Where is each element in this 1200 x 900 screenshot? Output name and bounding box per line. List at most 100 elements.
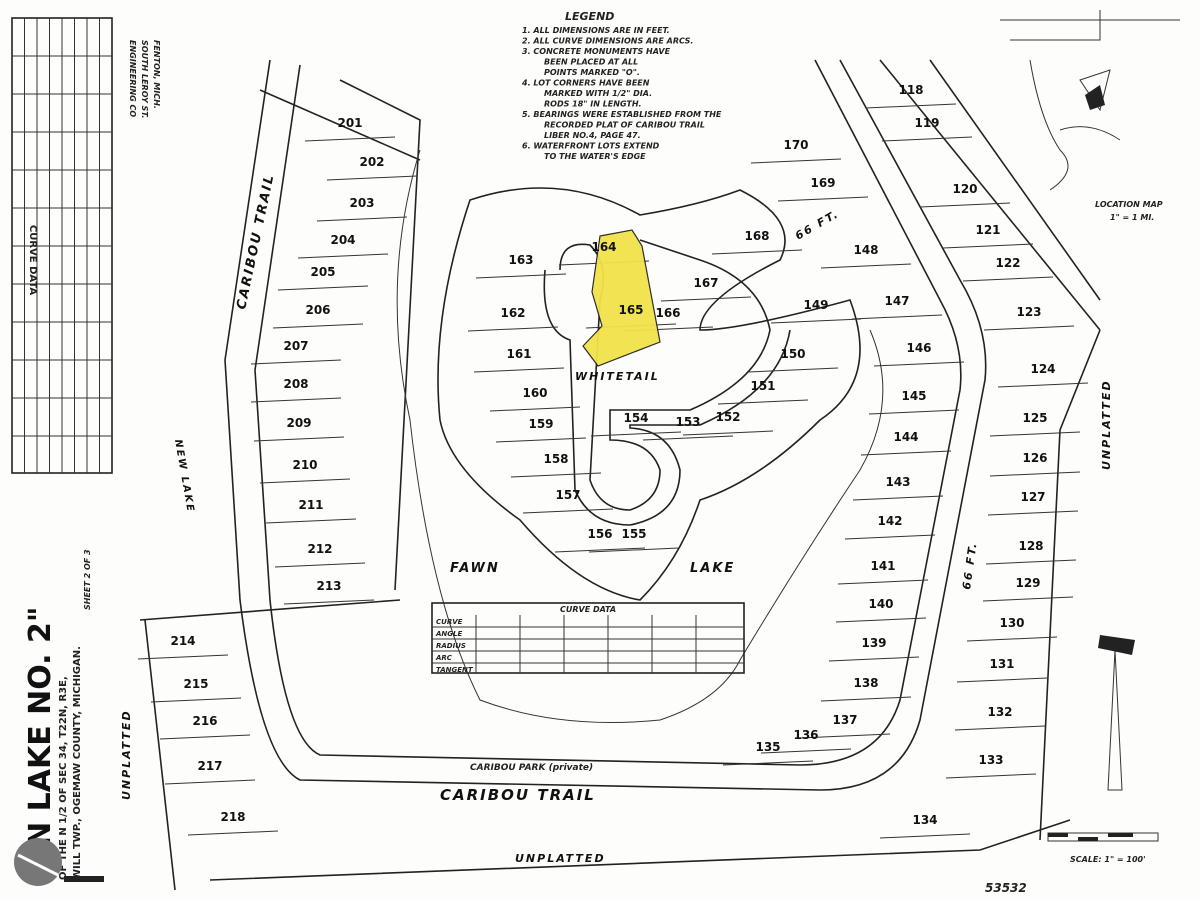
lot-number-209[interactable]: 209 xyxy=(286,416,311,430)
lot-number-167[interactable]: 167 xyxy=(693,276,718,290)
lot-number-207[interactable]: 207 xyxy=(283,339,308,353)
lot-number-202[interactable]: 202 xyxy=(359,155,384,169)
lot-number-156[interactable]: 156 xyxy=(587,527,612,541)
lot-number-148[interactable]: 148 xyxy=(853,243,878,257)
lot-number-129[interactable]: 129 xyxy=(1015,576,1040,590)
svg-text:ARC: ARC xyxy=(435,654,453,662)
lot-number-136[interactable]: 136 xyxy=(793,728,818,742)
lot-number-204[interactable]: 204 xyxy=(330,233,355,247)
lot-number-168[interactable]: 168 xyxy=(744,229,769,243)
svg-text:LOCATION MAP: LOCATION MAP xyxy=(1095,200,1163,209)
legend-item: 3. CONCRETE MONUMENTS HAVE xyxy=(522,47,671,56)
lot-number-213[interactable]: 213 xyxy=(316,579,341,593)
lot-number-149[interactable]: 149 xyxy=(803,298,828,312)
lot-number-121[interactable]: 121 xyxy=(975,223,1000,237)
legend-item: 5. BEARINGS WERE ESTABLISHED FROM THE xyxy=(522,110,722,119)
label-fawn: FAWN xyxy=(450,561,500,576)
lot-number-154[interactable]: 154 xyxy=(623,411,648,425)
lot-number-145[interactable]: 145 xyxy=(901,389,926,403)
lot-number-120[interactable]: 120 xyxy=(952,182,977,196)
lot-number-133[interactable]: 133 xyxy=(978,753,1003,767)
legend: LEGEND 1. ALL DIMENSIONS ARE IN FEET.2. … xyxy=(521,10,722,161)
lot-number-214[interactable]: 214 xyxy=(170,634,195,648)
lot-number-126[interactable]: 126 xyxy=(1022,451,1047,465)
label-caribou-trail: CARIBOU TRAIL xyxy=(440,786,596,804)
lot-number-137[interactable]: 137 xyxy=(832,713,857,727)
lot-number-132[interactable]: 132 xyxy=(987,705,1012,719)
lot-number-122[interactable]: 122 xyxy=(995,256,1020,270)
lot-number-127[interactable]: 127 xyxy=(1020,490,1045,504)
plat-subtitle-1: OF THE N 1/2 OF SEC 34, T22N, R3E, xyxy=(58,676,69,880)
lot-number-131[interactable]: 131 xyxy=(989,657,1014,671)
highlighted-lot-165[interactable] xyxy=(582,229,661,367)
lot-number-165[interactable]: 165 xyxy=(618,303,643,317)
lot-number-170[interactable]: 170 xyxy=(783,138,808,152)
lot-number-125[interactable]: 125 xyxy=(1022,411,1047,425)
lot-number-153[interactable]: 153 xyxy=(675,415,700,429)
lot-number-144[interactable]: 144 xyxy=(893,430,918,444)
lot-number-139[interactable]: 139 xyxy=(861,636,886,650)
lot-number-150[interactable]: 150 xyxy=(780,347,805,361)
lot-number-152[interactable]: 152 xyxy=(715,410,740,424)
lot-number-211[interactable]: 211 xyxy=(298,498,323,512)
label-whitetail: WHITETAIL xyxy=(575,370,660,383)
lot-number-123[interactable]: 123 xyxy=(1016,305,1041,319)
lot-number-217[interactable]: 217 xyxy=(197,759,222,773)
svg-text:CURVE: CURVE xyxy=(436,618,463,626)
lot-number-119[interactable]: 119 xyxy=(914,116,939,130)
lot-number-203[interactable]: 203 xyxy=(349,196,374,210)
lot-number-212[interactable]: 212 xyxy=(307,542,332,556)
lot-number-128[interactable]: 128 xyxy=(1018,539,1043,553)
lot-number-162[interactable]: 162 xyxy=(500,306,525,320)
svg-text:CURVE DATA: CURVE DATA xyxy=(560,605,616,614)
lot-number-140[interactable]: 140 xyxy=(868,597,893,611)
lot-number-134[interactable]: 134 xyxy=(912,813,937,827)
svg-text:FENTON, MICH.: FENTON, MICH. xyxy=(152,40,161,109)
lot-number-158[interactable]: 158 xyxy=(543,452,568,466)
firm-block: ENGINEERING CO SOUTH LEROY ST. FENTON, M… xyxy=(128,40,161,118)
lot-number-160[interactable]: 160 xyxy=(522,386,547,400)
document-number: 53532 xyxy=(985,881,1027,895)
lot-number-161[interactable]: 161 xyxy=(506,347,531,361)
lot-number-208[interactable]: 208 xyxy=(283,377,308,391)
lot-number-151[interactable]: 151 xyxy=(750,379,775,393)
lot-number-166[interactable]: 166 xyxy=(655,306,680,320)
legend-item: BEEN PLACED AT ALL xyxy=(544,58,638,67)
lot-number-124[interactable]: 124 xyxy=(1030,362,1055,376)
lot-number-130[interactable]: 130 xyxy=(999,616,1024,630)
legend-item: LIBER NO.4, PAGE 47. xyxy=(544,131,641,140)
lot-number-147[interactable]: 147 xyxy=(884,294,909,308)
location-map: LOCATION MAP 1" = 1 MI. xyxy=(1000,10,1180,222)
lot-number-159[interactable]: 159 xyxy=(528,417,553,431)
lot-number-141[interactable]: 141 xyxy=(870,559,895,573)
label-unplatted-left: UNPLATTED xyxy=(120,709,133,800)
lot-number-201[interactable]: 201 xyxy=(337,116,362,130)
lot-number-169[interactable]: 169 xyxy=(810,176,835,190)
lot-number-218[interactable]: 218 xyxy=(220,810,245,824)
lot-number-118[interactable]: 118 xyxy=(898,83,923,97)
label-unplatted-right: UNPLATTED xyxy=(1100,379,1113,470)
svg-text:ANGLE: ANGLE xyxy=(435,630,462,638)
lot-number-205[interactable]: 205 xyxy=(310,265,335,279)
north-arrow xyxy=(1098,635,1135,791)
lot-number-157[interactable]: 157 xyxy=(555,488,580,502)
lot-number-164[interactable]: 164 xyxy=(591,240,616,254)
lot-number-155[interactable]: 155 xyxy=(621,527,646,541)
svg-text:TANGENT: TANGENT xyxy=(436,666,474,674)
lot-number-215[interactable]: 215 xyxy=(183,677,208,691)
svg-text:SOUTH LEROY ST.: SOUTH LEROY ST. xyxy=(140,40,149,118)
lot-numbers: 201 202 203 204 205 206 207 208 209 210 211 212 213 2… xyxy=(170,83,1055,827)
lot-number-138[interactable]: 138 xyxy=(853,676,878,690)
lot-number-143[interactable]: 143 xyxy=(885,475,910,489)
lot-number-210[interactable]: 210 xyxy=(292,458,317,472)
curve-data-table-left: CURVE DATA xyxy=(11,17,113,474)
lot-number-146[interactable]: 146 xyxy=(906,341,931,355)
lot-number-163[interactable]: 163 xyxy=(508,253,533,267)
lot-number-142[interactable]: 142 xyxy=(877,514,902,528)
lot-lines xyxy=(137,103,1089,839)
lot-number-206[interactable]: 206 xyxy=(305,303,330,317)
lot-number-216[interactable]: 216 xyxy=(192,714,217,728)
lot-number-135[interactable]: 135 xyxy=(755,740,780,754)
